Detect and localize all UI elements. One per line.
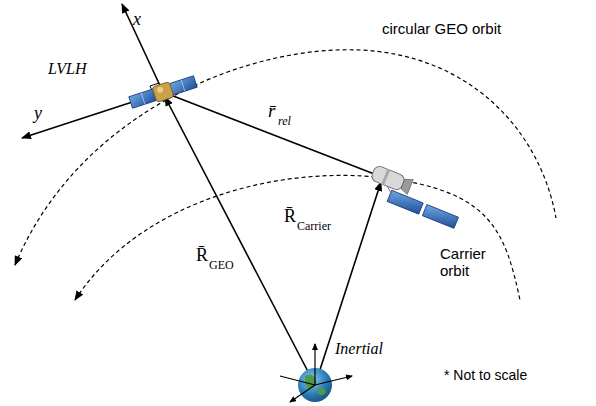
carrier-spacecraft [365,165,465,229]
geo-vector [165,97,315,385]
orbit-name: circular GEO orbit [382,21,501,38]
vector-subscript: Carrier [297,220,331,233]
vector-subscript: GEO [209,259,234,272]
vector-subscript: rel [278,115,291,128]
orbit-name: Carrier orbit [440,246,498,279]
relative-vector [163,92,382,177]
axis-name: y [34,104,42,124]
vector-symbol: R̄ [284,207,296,227]
carrier-orbit [75,175,520,300]
x-axis [122,4,163,92]
frame-name: Inertial [335,340,383,358]
frame-name: LVLH [48,60,87,78]
geo-satellite [128,74,198,110]
note: * Not to scale [444,368,527,383]
geo-orbit [15,50,556,265]
axis-name: x [133,10,141,30]
vector-symbol: R̄ [196,246,208,266]
vector-symbol: r̄ [268,101,275,122]
